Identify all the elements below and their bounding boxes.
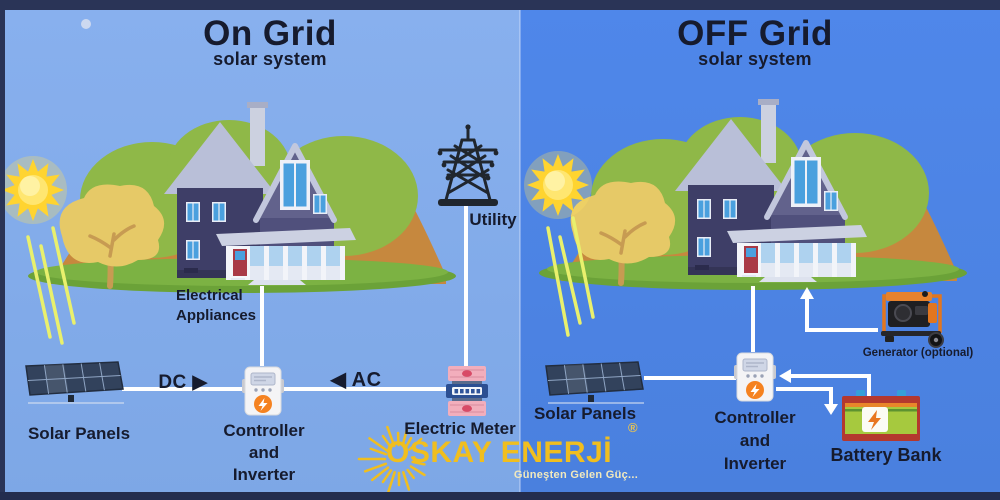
arrow-into-controller [779,369,791,383]
generator-icon [881,291,944,348]
logo-tagline: Güneşten Gelen Güç... [513,469,639,481]
wire-battery-to-controller [791,374,871,398]
off-grid-house-scene [539,99,967,290]
bottom-border [0,492,1000,500]
on-grid-subtitle: solar system [213,49,327,69]
dc-flow-label: DC ▶ [158,372,208,393]
sun-ray-lines [26,226,76,345]
utility-tower-icon [437,124,499,206]
solar-panel-icon-left [25,361,125,404]
moon-icon [81,19,91,29]
solar-panels-label-left: Solar Panels [27,424,131,443]
solar-panels-label-right: Solar Panels [533,404,637,423]
controller-inverter-label-right: Controller and Inverter [714,408,796,473]
utility-label: Utility [469,210,517,229]
controller-inverter-icon-right [733,352,777,402]
battery-bank-icon [842,390,920,441]
controller-inverter-label-left: Controller and Inverter [223,421,305,484]
registered-trademark-mark: ® [628,420,638,435]
solar-panel-icon-right [545,361,645,404]
logo-brand-text: OSKAY ENERJİ [386,436,613,469]
ac-flow-label: ◀ AC [330,369,382,391]
arrow-to-house [800,287,814,299]
left-border [0,0,5,500]
electrical-appliances-label: Electrical Appliances [176,287,257,324]
generator-label: Generator (optional) [862,347,974,359]
logo-sunburst-icon [357,425,426,493]
on-grid-house-scene [28,102,456,293]
battery-bank-label: Battery Bank [830,445,942,465]
arrow-into-battery [824,404,838,415]
wire-controller-to-battery [776,387,833,404]
controller-inverter-icon-left [241,366,285,416]
top-border [0,0,1000,10]
wire-generator-to-house [805,298,878,332]
electric-meter-icon [446,366,488,416]
on-grid-title: On Grid [203,14,337,53]
sun-icon [0,156,67,224]
panel-divider [519,0,521,500]
off-grid-title: OFF Grid [677,14,833,53]
off-grid-subtitle: solar system [698,49,812,69]
sun-icon-right [524,151,592,219]
sun-ray-lines-right [546,216,595,337]
electric-meter-label: Electric Meter [404,419,516,438]
